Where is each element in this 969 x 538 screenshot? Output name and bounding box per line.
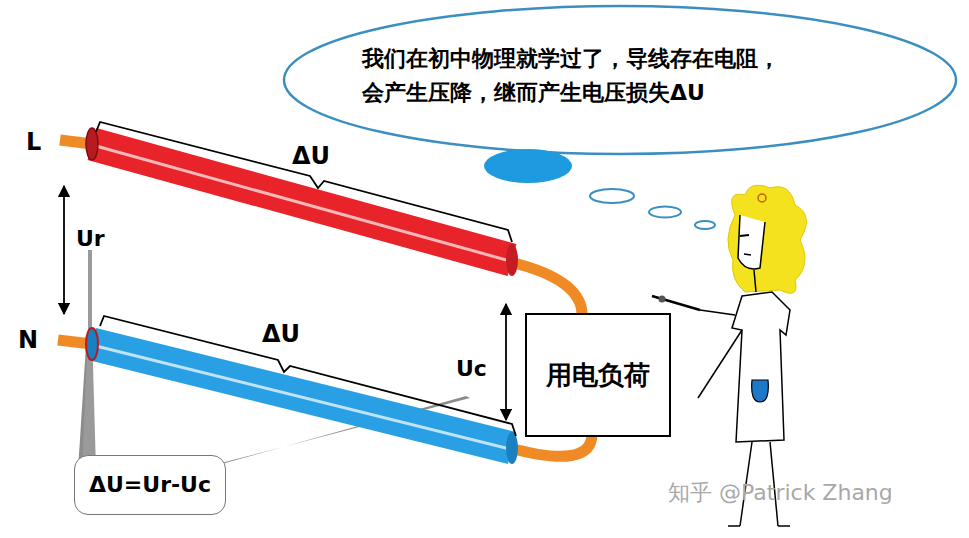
foot (728, 525, 740, 527)
voltage-arrow (505, 304, 507, 420)
cartoon-person (652, 185, 806, 526)
thought-bubble (649, 207, 681, 218)
voltage-drop-label: ΔU (262, 320, 300, 348)
neck (754, 270, 756, 292)
pointer-stick (652, 296, 700, 310)
pointer-tip (659, 296, 666, 303)
node-text: ΔU=Ur-Uc (89, 468, 211, 502)
dimension-bracket (96, 122, 512, 242)
cable-stripe (96, 346, 510, 449)
mouth (744, 254, 751, 255)
node-text: 我们在初中物理就学过了，导线存在电阻， 会产生压降，继而产生电压损失ΔU (362, 42, 802, 110)
formula-box: ΔU=Ur-Uc (74, 455, 226, 515)
thought-bubble (695, 221, 715, 229)
speech-bubble (284, 6, 956, 154)
pocket (752, 380, 769, 402)
watermark: 知乎 @Patrick Zhang (668, 478, 893, 508)
foot (778, 525, 790, 527)
node-text: 用电负荷 (546, 355, 650, 395)
leader-line (88, 250, 92, 340)
hair-clip (758, 194, 766, 202)
dimension-bracket (100, 316, 516, 436)
conductor-core (510, 262, 582, 318)
phase-label: N (18, 326, 38, 354)
voltage-arrow (63, 186, 65, 314)
arm (700, 310, 735, 315)
lab-coat (732, 292, 790, 442)
cable-end (506, 244, 518, 276)
cable-end (86, 328, 98, 360)
eye (740, 235, 749, 236)
voltage-drop-label: ΔU (292, 142, 330, 170)
load-box: 用电负荷 (525, 313, 671, 437)
thought-bubble (590, 189, 634, 203)
speech-bubble-text: 我们在初中物理就学过了，导线存在电阻， 会产生压降，继而产生电压损失ΔU (352, 42, 812, 122)
voltage-label: Uc (456, 356, 487, 381)
cable-end (86, 128, 98, 160)
thought-bubble (484, 149, 572, 183)
phase-label: L (26, 128, 41, 156)
hair (728, 185, 806, 293)
face (738, 215, 765, 269)
arm (698, 330, 742, 398)
conductor-core (510, 434, 592, 456)
cable-end (506, 432, 518, 464)
voltage-label: Ur (76, 226, 105, 251)
neutral-cable (92, 344, 512, 448)
